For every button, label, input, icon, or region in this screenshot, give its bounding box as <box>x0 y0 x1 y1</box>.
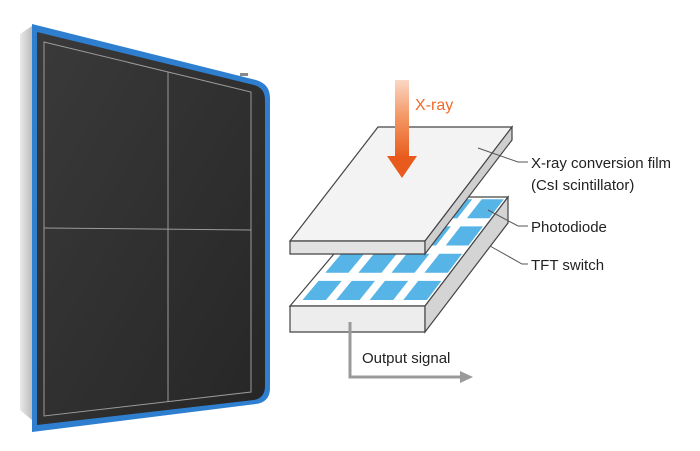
output-arrow-head <box>460 371 473 383</box>
film-front-face <box>289 240 426 255</box>
photodiode-cell <box>445 226 483 246</box>
layer-diagram: X-ray X-ray conversion film (CsI scintil… <box>288 80 671 383</box>
tft-switch-label: TFT switch <box>531 257 604 274</box>
photodiode-cell <box>358 253 397 273</box>
output-signal-label: Output signal <box>362 350 450 367</box>
conversion-film-layer <box>288 125 514 256</box>
down-arrow-head <box>387 156 417 178</box>
photodiode-cell <box>302 280 342 300</box>
film-leader-line <box>477 147 528 163</box>
photodiode-label: Photodiode <box>531 219 607 236</box>
flat-panel-detector <box>20 24 270 432</box>
photodiode-cell <box>403 280 442 300</box>
photodiode-cell <box>325 253 365 273</box>
tft-right-face <box>424 195 509 334</box>
detector-button <box>240 73 248 76</box>
conversion-film-label: X-ray conversion film <box>531 155 671 172</box>
film-right-face <box>424 125 513 256</box>
right-angle-arrow-icon <box>348 322 473 383</box>
photodiode-cell <box>369 280 409 300</box>
photodiode-cell <box>391 253 430 273</box>
photodiode-leader-line <box>487 209 528 227</box>
detector-side-edge <box>20 26 32 420</box>
xray-label: X-ray <box>415 97 453 114</box>
leader-lines <box>477 147 528 265</box>
down-arrow-icon <box>395 80 409 158</box>
photodiode-cell <box>424 253 463 273</box>
detector-panel <box>37 32 265 425</box>
photodiode-cell <box>466 199 504 219</box>
output-arrow-line <box>348 322 462 379</box>
xray-arrow <box>387 80 417 178</box>
tft-front-face <box>289 305 426 333</box>
photodiode-cell <box>336 280 375 300</box>
conversion-film-sublabel: (CsI scintillator) <box>531 177 634 194</box>
detector-grid-lines <box>43 41 252 417</box>
tft-leader-line <box>489 245 528 265</box>
